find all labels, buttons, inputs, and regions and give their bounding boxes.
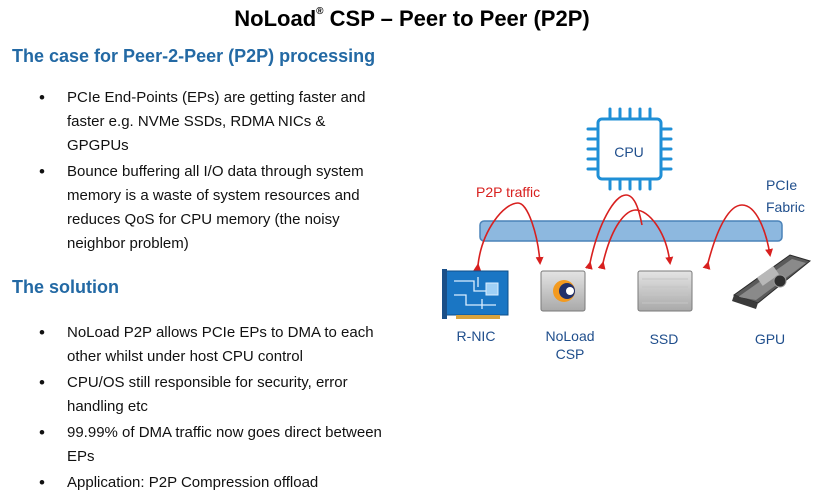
case-bullet-2: Bounce buffering all I/O data through sy…	[36, 160, 387, 256]
p2p-diagram: CPU P2P traffic PCIe Fabric R-NIC NoLoad…	[442, 107, 812, 362]
ssd-drive-icon	[637, 270, 693, 312]
case-bullet-1: PCIe End-Points (EPs) are getting faster…	[36, 86, 387, 158]
device-rnic-label: R-NIC	[457, 328, 496, 344]
solution-heading: The solution	[12, 277, 119, 297]
p2p-traffic-label: P2P traffic	[476, 184, 540, 200]
solution-bullet-4: Application: P2P Compression offload	[36, 471, 397, 495]
solution-bullet-1: NoLoad P2P allows PCIe EPs to DMA to eac…	[36, 321, 397, 369]
solution-bullet-3: 99.99% of DMA traffic now goes direct be…	[36, 421, 397, 469]
device-gpu-label: GPU	[755, 331, 785, 347]
slide-title: NoLoad® CSP – Peer to Peer (P2P)	[234, 6, 590, 31]
device-ssd-label: SSD	[650, 331, 679, 347]
cpu-label: CPU	[614, 144, 644, 160]
arrow-ssd-gpu-icon	[702, 204, 774, 270]
registered-mark: ®	[316, 6, 324, 17]
pcie-fabric-label-line-2: Fabric	[766, 199, 805, 215]
noload-csp-icon	[540, 270, 586, 312]
device-noload-label-line-1: NoLoad	[545, 328, 594, 344]
pcie-fabric-label-line-1: PCIe	[766, 177, 797, 193]
device-noload-label-line-2: CSP	[556, 346, 585, 362]
arrow-rnic-noload-icon	[473, 202, 544, 272]
arrow-cpu-noload-icon	[584, 194, 643, 270]
pcie-fabric-bar	[479, 220, 783, 242]
case-heading: The case for Peer-2-Peer (P2P) processin…	[12, 46, 376, 66]
case-bullet-list: PCIe End-Points (EPs) are getting faster…	[36, 86, 387, 258]
solution-bullet-2: CPU/OS still responsible for security, e…	[36, 371, 397, 419]
arrow-noload-ssd-icon	[597, 209, 674, 270]
solution-bullet-list: NoLoad P2P allows PCIe EPs to DMA to eac…	[36, 321, 397, 497]
p2p-arrows	[473, 194, 774, 272]
cpu-chip-icon	[586, 107, 673, 191]
rnic-card-icon	[442, 269, 509, 319]
gpu-card-icon	[732, 254, 812, 309]
